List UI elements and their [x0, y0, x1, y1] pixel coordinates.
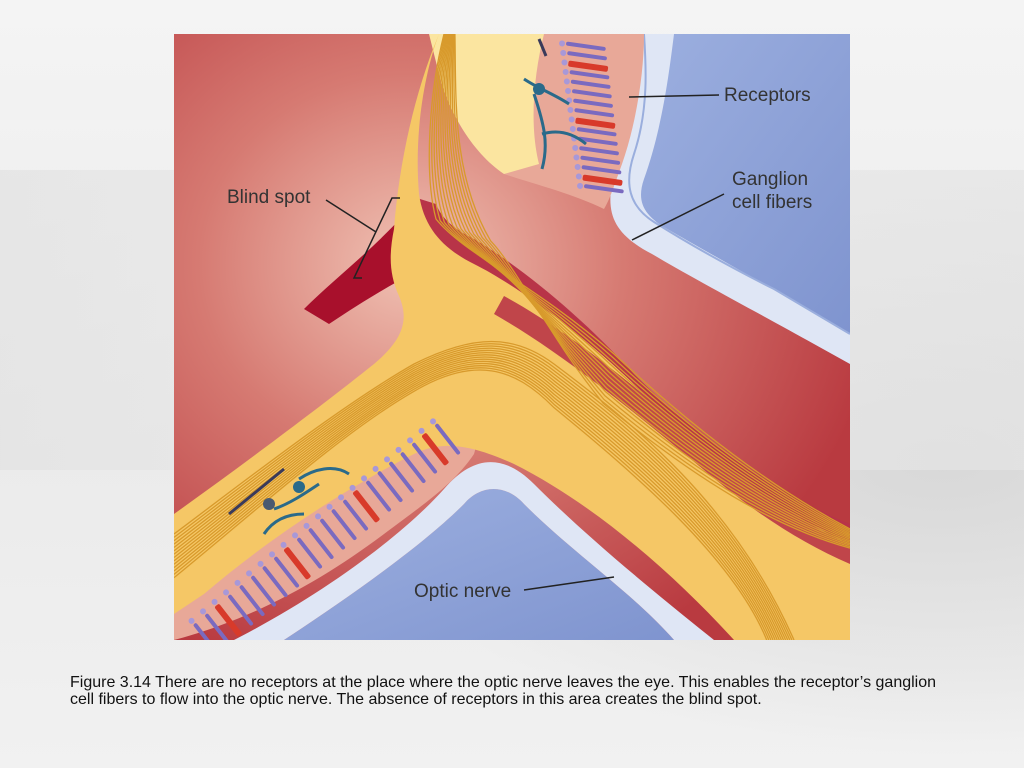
receptor-cell: [234, 579, 265, 617]
receptor-cell: [280, 541, 311, 580]
nerve-fiber: [174, 369, 768, 640]
receptor-cell: [223, 589, 254, 626]
nerve-fiber: [174, 345, 791, 640]
receptors-leader-line: [628, 94, 720, 98]
nerve-fiber: [174, 347, 789, 640]
receptor-cell: [573, 154, 621, 165]
receptor-cell: [568, 116, 616, 129]
optic-nerve-leader-line: [523, 576, 615, 591]
nerve-fiber: [174, 365, 772, 640]
receptor-cell: [559, 40, 606, 51]
nerve-fiber: [174, 367, 770, 640]
fiber-lines: [174, 34, 850, 640]
nerve-fiber: [435, 34, 850, 534]
receptor-cell: [407, 437, 438, 474]
receptor-cell: [577, 182, 624, 194]
receptor-cell: [361, 475, 392, 512]
receptor-cell: [269, 551, 300, 588]
receptors-upper: [559, 40, 624, 194]
nerve-fiber: [428, 34, 850, 530]
receptor-cell: [349, 484, 380, 523]
nerve-fiber: [440, 34, 850, 537]
receptor-cell: [200, 608, 231, 640]
ganglion-layer-upper: [429, 34, 544, 174]
receptor-cell: [574, 163, 622, 175]
figure-caption: Figure 3.14 There are no receptors at th…: [70, 674, 937, 708]
blind-spot-label: Blind spot: [227, 187, 311, 208]
ganglion-leader-line: [631, 193, 725, 241]
ganglion-label-line2: cell fibers: [732, 192, 813, 213]
optic-nerve-diagram: [174, 34, 850, 640]
nerve-fiber: [174, 360, 776, 640]
receptor-cell: [338, 494, 369, 531]
figure-frame: Receptors Ganglion cell fibers Blind spo…: [174, 34, 850, 640]
receptor-cell: [563, 78, 611, 89]
receptor-cell: [565, 87, 612, 99]
nerve-fiber: [174, 354, 782, 640]
receptor-cell: [326, 503, 357, 541]
receptor-cell: [292, 532, 323, 569]
receptor-cell: [567, 106, 615, 118]
ganglion-label-line1: Ganglion: [732, 169, 809, 190]
receptor-cell: [561, 59, 609, 72]
ganglion-network-upper: [523, 77, 587, 170]
receptor-cell: [560, 49, 607, 61]
receptors-label: Receptors: [724, 85, 811, 106]
nerve-fiber: [174, 358, 778, 640]
ganglion-cell-upper: [533, 83, 545, 95]
nerve-fiber: [174, 349, 787, 640]
receptor-cell: [384, 456, 415, 493]
optic-nerve-label: Optic nerve: [414, 581, 512, 602]
receptor-cell: [211, 598, 242, 637]
ganglion-network-lower: [262, 467, 350, 535]
sclera-lower: [284, 488, 674, 640]
ganglion-cell-fibers-label: Ganglion cell fibers: [732, 168, 812, 214]
nerve-fiber: [174, 340, 795, 640]
choroid-upper-edge: [628, 34, 850, 335]
blind-spot-bracket: [352, 197, 400, 279]
receptor-cell: [188, 617, 219, 640]
receptor-cell: [395, 446, 426, 484]
choroid-lower: [234, 462, 714, 640]
nerve-fiber: [442, 34, 850, 539]
sclera-upper: [629, 34, 850, 334]
nerve-fiber: [438, 34, 850, 536]
nerve-fiber: [431, 34, 850, 532]
receptor-cell: [246, 570, 277, 607]
receptor-cell: [569, 125, 617, 137]
nerve-fiber: [454, 34, 850, 549]
nerve-fiber: [174, 362, 774, 640]
nerve-fiber: [433, 34, 850, 533]
receptor-cell: [315, 513, 346, 550]
receptor-cell: [418, 427, 449, 466]
receptors-lower: [188, 418, 461, 640]
nerve-fiber: [174, 343, 793, 640]
receptor-cell: [257, 560, 288, 598]
receptor-cell: [575, 173, 623, 186]
receptor-cell: [572, 144, 619, 156]
nerve-fiber: [174, 356, 780, 640]
receptor-cell: [303, 522, 334, 560]
ganglion-cell-lower: [293, 481, 305, 493]
amacrine-lower: [228, 467, 285, 516]
ganglion-cell-lower-2: [263, 498, 275, 510]
nerve-fiber: [174, 351, 785, 640]
blind-spot-leader-line: [325, 199, 377, 233]
amacrine-upper: [537, 38, 548, 57]
receptor-cell: [562, 68, 610, 80]
receptor-cell: [372, 465, 403, 503]
receptor-cell: [430, 418, 461, 455]
